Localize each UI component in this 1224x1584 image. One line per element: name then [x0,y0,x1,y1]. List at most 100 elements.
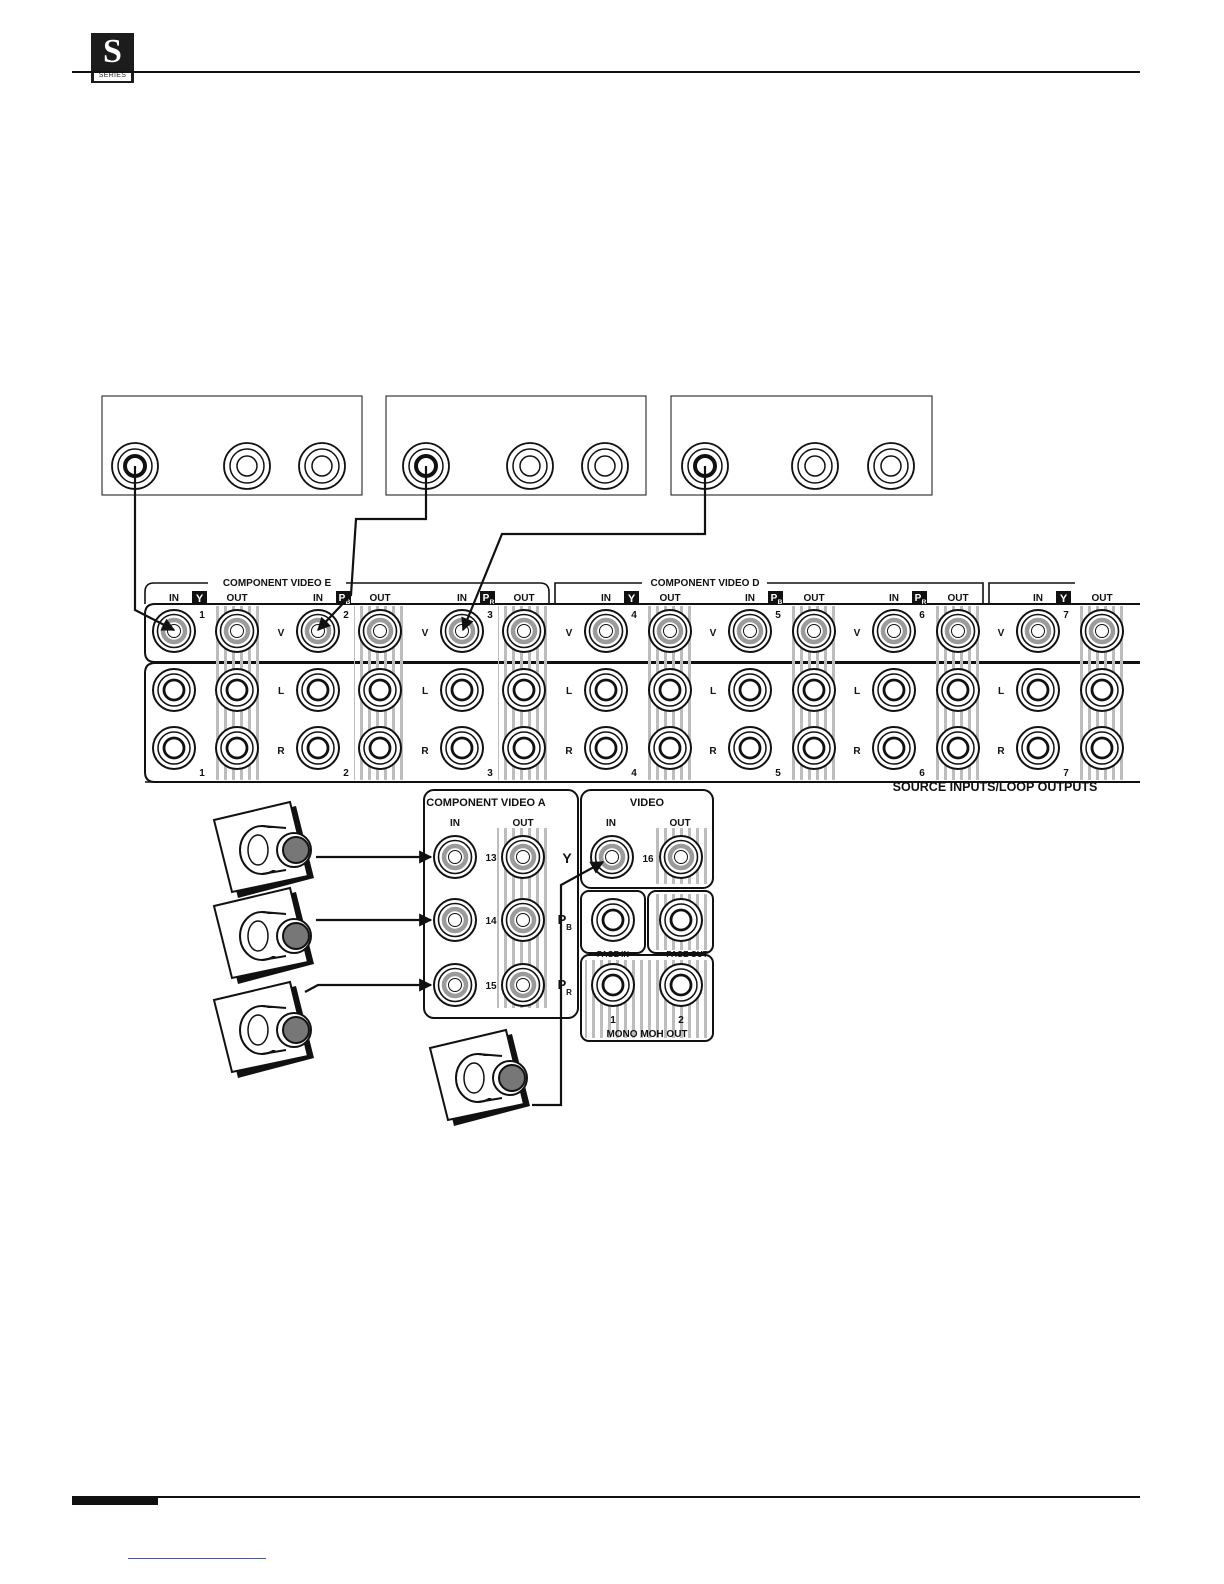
cable-camera3-to-input15 [304,978,433,993]
column-2-in-label: IN [313,593,323,604]
audio-l-in-jack-1 [152,668,196,712]
page-out-frame [647,890,714,954]
source-device-jack-3 [298,442,346,490]
column-6-number-bottom: 6 [919,768,925,779]
column-7-in-label: IN [1033,593,1043,604]
group-e-bracket [144,582,550,604]
page-in-frame [580,890,646,954]
audio-l-in-jack-3 [440,668,484,712]
column-5-l-label: L [710,686,716,697]
column-1-y-letter: Y [196,593,204,605]
video-out-jack-2 [358,609,402,653]
column-4-y-badge: Y [624,591,639,605]
column-4-number-top: 4 [631,610,637,621]
source-device-jack-2 [223,442,271,490]
module-a-out-jack-2 [501,898,545,942]
column-3-number-top: 3 [487,610,493,621]
column-4-number-bottom: 4 [631,768,637,779]
module-a-number-1: 13 [485,853,497,864]
audio-l-out-jack-5 [792,668,836,712]
moh-frame [580,954,714,1042]
moh-1-label: 1 [610,1015,616,1026]
column-7-number-top: 7 [1063,610,1069,621]
column-5-in-label: IN [745,593,755,604]
column-5-number-top: 5 [775,610,781,621]
column-3-v-label: V [422,628,429,639]
column-6-number-top: 6 [919,610,925,621]
column-7-r-label: R [997,746,1005,757]
column-3-p-badge-letter: P [483,593,490,604]
column-5-v-label: V [710,628,717,639]
page-out-jack [659,898,703,942]
video-in-label: IN [606,818,616,829]
cable-device2-to-input2 [317,466,428,631]
video-out-jack-1 [215,609,259,653]
column-2-p-badge-letter: P [339,593,346,604]
audio-r-in-jack-2 [296,726,340,770]
audio-l-in-jack-6 [872,668,916,712]
module-a-out-jack-1 [501,835,545,879]
audio-l-out-jack-3 [502,668,546,712]
audio-r-in-jack-4 [584,726,628,770]
group-d-label: COMPONENT VIDEO D [651,578,760,589]
audio-r-in-jack-1 [152,726,196,770]
video-in-jack-1 [152,609,196,653]
video-out-jack-7 [1080,609,1124,653]
video-out-jack-4 [648,609,692,653]
rear-panel: COMPONENT VIDEO E COMPONENT VIDEO D SOUR… [144,578,1140,794]
column-6-l-label: L [854,686,860,697]
column-7-y-badge: Y [1056,591,1071,605]
module-a-in-jack-1 [433,835,477,879]
column-2-number-top: 2 [343,610,349,621]
column-7-out-label: OUT [1091,593,1112,604]
audio-r-in-jack-6 [872,726,916,770]
camera-2 [212,886,314,984]
audio-r-out-jack-2 [358,726,402,770]
column-3-number-bottom: 3 [487,768,493,779]
column-5-p-badge-letter: P [771,593,778,604]
module-a-pr-sub: R [566,988,572,997]
audio-r-out-jack-1 [215,726,259,770]
component-video-a-title: COMPONENT VIDEO A [426,797,545,809]
video-out-jack-3 [502,609,546,653]
logo-letter: S [103,33,122,70]
panel-audio-frame [144,662,1140,783]
column-2-l-label: L [278,686,284,697]
audio-l-in-jack-4 [584,668,628,712]
module-a-pb-sub: B [566,923,572,932]
page-in-jack [591,898,635,942]
component-video-a-frame [423,789,579,1019]
video-in-jack-5 [728,609,772,653]
camera-1 [212,800,314,898]
column-1-in-label: IN [169,593,179,604]
audio-l-out-jack-6 [936,668,980,712]
column-5-number-bottom: 5 [775,768,781,779]
column-6-p-badge-letter: P [915,593,922,604]
video-in-jack-6 [872,609,916,653]
panel-top-row-frame [144,603,1140,663]
column-6-r-label: R [853,746,861,757]
column-2-r-label: R [277,746,285,757]
audio-r-out-jack-7 [1080,726,1124,770]
audio-l-in-jack-5 [728,668,772,712]
module-a-out-label: OUT [512,818,533,829]
cable-device3-to-input3 [461,466,707,632]
audio-l-out-jack-4 [648,668,692,712]
column-3-out-label: OUT [513,593,534,604]
column-6-v-label: V [854,628,861,639]
column-7-y-letter: Y [1060,593,1068,605]
page-in-label: PAGE IN [597,950,630,959]
group-e-label: COMPONENT VIDEO E [223,578,332,589]
connection-cables [133,466,707,1107]
video-frame [580,789,714,889]
video-out-jack [659,835,703,879]
video-module: VIDEO IN OUT [580,789,714,1042]
column-4-in-label: IN [601,593,611,604]
camera-3 [212,980,314,1078]
